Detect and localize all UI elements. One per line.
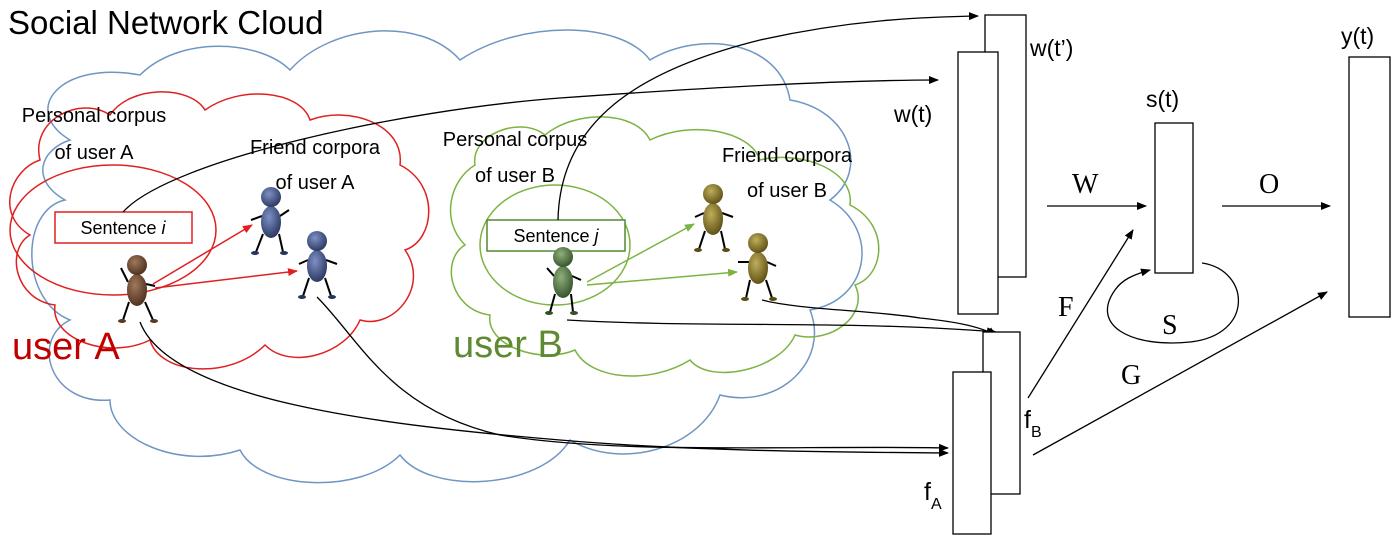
o-weight-label: O <box>1259 169 1279 200</box>
s-weight-label: S <box>1162 310 1178 341</box>
user-b-personal-corpus-label-line2: of user B <box>475 165 555 187</box>
user-a-friend-corpora-label-line2: of user A <box>276 172 356 194</box>
user-a-friend-figure-1-icon <box>250 187 290 255</box>
f-weight-arrow <box>1027 229 1134 399</box>
user-b-friend-figure-2-icon <box>738 233 777 301</box>
f-a-layer <box>952 371 992 535</box>
g-weight-label: G <box>1121 360 1141 391</box>
y-t-layer <box>1348 56 1391 318</box>
user-b-friend-cloud <box>449 116 880 377</box>
sentence-i-to-w-t-arrow <box>122 76 939 213</box>
user-a-personal-corpus-label-line1: Personal corpus <box>22 105 167 127</box>
user-b-label: user B <box>453 324 563 366</box>
s-t-label: s(t) <box>1146 86 1179 112</box>
diagram-title: Social Network Cloud <box>8 4 323 41</box>
f-a-label: fA <box>924 478 942 513</box>
s-recurrent-loop-arrow <box>1106 262 1240 344</box>
user-a-personal-corpus-ellipse <box>9 164 217 296</box>
user-a-friend-corpora-label-line1: Friend corpora <box>250 137 381 159</box>
f-weight-label: F <box>1058 292 1074 323</box>
user-a-personal-corpus-label-line2: of user A <box>55 142 135 164</box>
g-weight-arrow <box>1032 291 1328 456</box>
user-a-friend-cloud <box>9 91 430 370</box>
user-b-personal-corpus-ellipse <box>479 184 631 306</box>
sentence-i-label: Sentence i <box>80 218 166 238</box>
social-network-cloud <box>31 29 863 484</box>
sentence-j-label: Sentence j <box>513 226 599 246</box>
user-b-to-f-b-arrow <box>566 319 997 336</box>
user-b-friend-figure-1-icon <box>694 184 734 252</box>
s-t-layer <box>1154 122 1194 274</box>
user-a-label: user A <box>12 326 120 368</box>
user-b-to-friend-1-arrow <box>586 223 695 283</box>
y-t-label: y(t) <box>1341 23 1374 49</box>
w-weight-label: W <box>1072 169 1099 200</box>
user-b-friend-corpora-label-line1: Friend corpora <box>722 145 853 167</box>
sentence-j-box <box>486 219 626 252</box>
w-t-prime-label: w(t’) <box>1029 35 1073 61</box>
user-a-to-f-a-arrow <box>139 321 949 457</box>
user-a-to-friend-1-arrow <box>152 224 253 285</box>
user-a-friend-to-f-a-arrow <box>316 296 949 452</box>
user-a-figure-icon <box>118 255 158 323</box>
user-b-friend-to-f-b-arrow <box>761 299 997 337</box>
user-a-to-friend-2-arrow <box>154 268 298 289</box>
user-b-to-friend-2-arrow <box>586 268 738 286</box>
sentence-j-to-w-t-prime-arrow <box>557 12 979 221</box>
user-b-personal-corpus-label-line1: Personal corpus <box>443 129 588 151</box>
user-b-figure-icon <box>545 247 582 315</box>
w-t-label: w(t) <box>893 101 932 127</box>
w-t-layer <box>957 51 999 315</box>
f-b-label: fB <box>1024 406 1042 441</box>
user-a-friend-figure-2-icon <box>298 231 338 299</box>
user-b-friend-corpora-label-line2: of user B <box>747 180 827 202</box>
